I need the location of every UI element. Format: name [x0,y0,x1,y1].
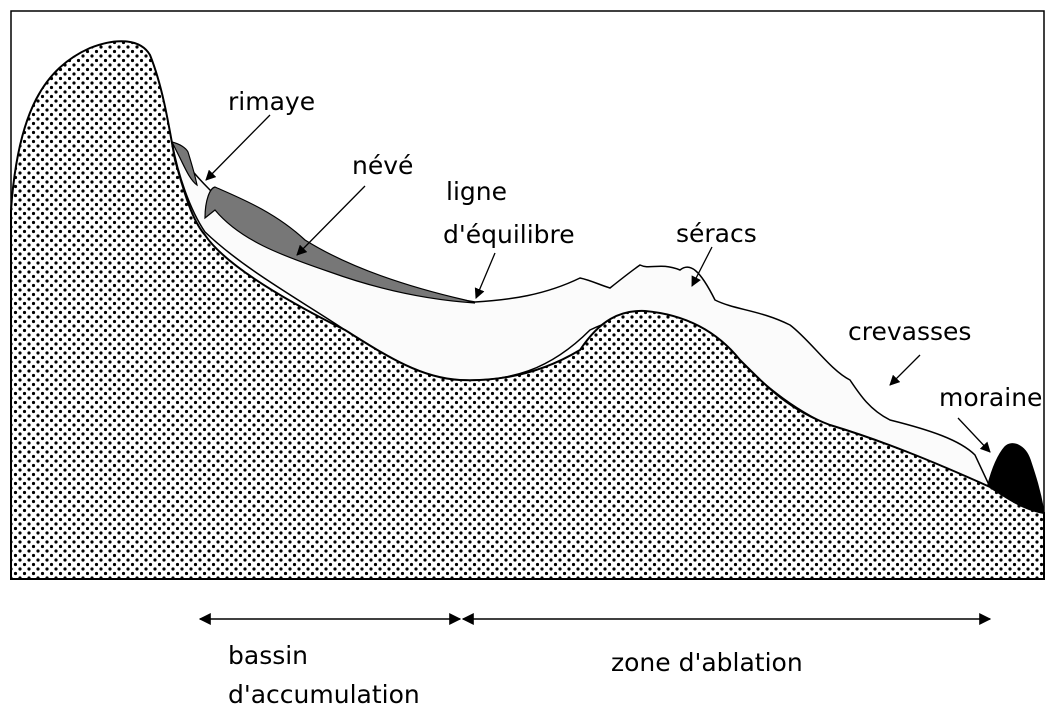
crevasses-arrow [889,354,921,386]
seracs-arrow [691,246,713,287]
label-rimaye: rimaye [228,87,315,116]
label-crevasses: crevasses [848,317,971,346]
rock-mountain [10,40,1045,580]
label-ligne-line2: d'équilibre [443,220,575,249]
neve-arrow [296,185,366,256]
neve-upper [170,141,198,187]
label-accumulation-line1: bassin [228,641,308,670]
rimaye-arrow [205,114,271,181]
label-neve: névé [352,151,413,180]
moraine-shape [987,443,1045,515]
label-ligne-line1: ligne [446,177,507,206]
moraine-arrow [957,417,991,453]
label-moraine: moraine [939,383,1042,412]
label-accumulation-line2: d'accumulation [228,680,420,706]
neve-band [204,186,476,304]
ligne-arrow [474,252,496,299]
label-seracs: séracs [676,219,757,248]
label-ablation: zone d'ablation [611,648,803,677]
